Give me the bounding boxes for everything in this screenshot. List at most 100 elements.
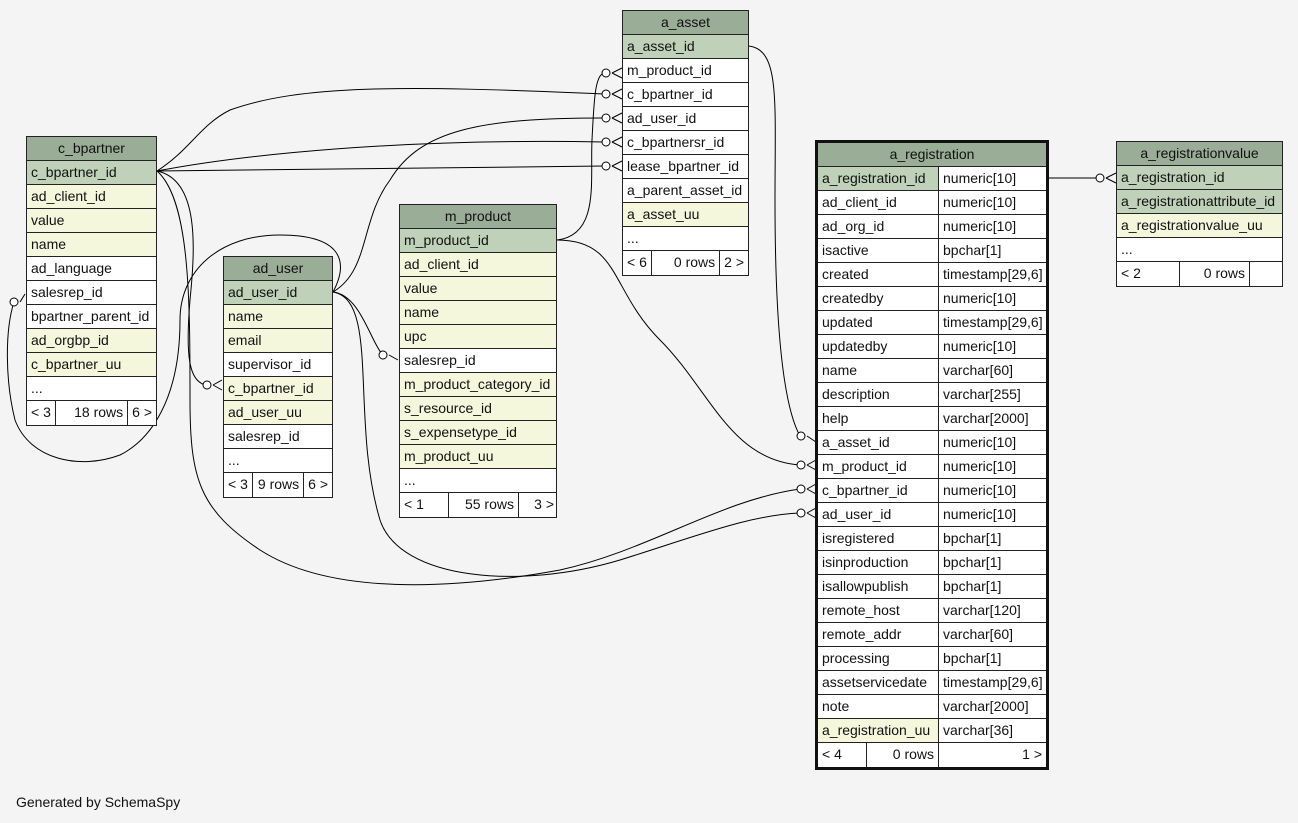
column-row[interactable]: salesrep_id <box>224 425 332 449</box>
column-name: a_asset_uu <box>623 203 748 226</box>
column-name: note <box>818 695 938 718</box>
column-type: varchar[60] <box>938 623 1046 646</box>
parents-count: < 1 <box>404 496 424 512</box>
column-row[interactable]: a_registrationvalue_uu <box>1117 214 1282 238</box>
link-bpartner-salesrep <box>6 234 341 462</box>
column-name: upc <box>400 325 556 348</box>
column-type: bpchar[1] <box>938 551 1046 574</box>
column-name: ad_language <box>27 257 156 280</box>
column-row[interactable]: ... <box>623 227 748 251</box>
column-name: ... <box>224 449 332 472</box>
column-row[interactable]: email <box>224 329 332 353</box>
column-row[interactable]: value <box>27 209 156 233</box>
column-row[interactable]: ... <box>400 469 556 493</box>
column-row[interactable]: lease_bpartner_id <box>623 155 748 179</box>
column-name: name <box>818 359 938 382</box>
column-name: m_product_id <box>400 229 556 252</box>
column-row[interactable]: c_bpartner_id <box>623 83 748 107</box>
column-row[interactable]: s_resource_id <box>400 397 556 421</box>
column-row[interactable]: c_bpartner_id <box>27 161 156 185</box>
column-row[interactable]: name <box>224 305 332 329</box>
column-type: numeric[10] <box>938 455 1046 478</box>
column-row[interactable]: ... <box>27 377 156 401</box>
column-name: c_bpartner_id <box>27 161 156 184</box>
column-row[interactable]: ad_client_id <box>27 185 156 209</box>
column-row[interactable]: name <box>400 301 556 325</box>
column-name: name <box>224 305 332 328</box>
column-row[interactable]: ad_user_id <box>623 107 748 131</box>
column-row[interactable]: m_product_id <box>400 229 556 253</box>
column-row[interactable]: m_product_id <box>623 59 748 83</box>
column-row[interactable]: a_asset_id <box>623 35 748 59</box>
column-row[interactable]: ad_orgbp_id <box>27 329 156 353</box>
column-row[interactable]: s_expensetype_id <box>400 421 556 445</box>
column-type: numeric[10] <box>938 503 1046 526</box>
column-type: varchar[2000] <box>938 407 1046 430</box>
column-row[interactable]: c_bpartner_uu <box>27 353 156 377</box>
column-row[interactable]: ad_language <box>27 257 156 281</box>
column-row[interactable]: bpartner_parent_id <box>27 305 156 329</box>
column-row[interactable]: ad_user_id <box>224 281 332 305</box>
column-row[interactable]: ad_user_uu <box>224 401 332 425</box>
column-name: ad_client_id <box>27 185 156 208</box>
row-count: 9 rows <box>251 473 303 497</box>
column-row[interactable]: salesrep_id <box>400 349 556 373</box>
column-row[interactable]: a_registrationattribute_id <box>1117 190 1282 214</box>
column-row[interactable]: ... <box>1117 238 1282 262</box>
column-name: a_registration_id <box>818 167 938 190</box>
column-row[interactable]: m_product_uu <box>400 445 556 469</box>
column-row[interactable]: supervisor_id <box>224 353 332 377</box>
column-name: isallowpublish <box>818 575 938 598</box>
column-row[interactable]: ad_client_id <box>400 253 556 277</box>
column-name: updated <box>818 311 938 334</box>
column-row[interactable]: upc <box>400 325 556 349</box>
column-name: salesrep_id <box>400 349 556 372</box>
row-count: 0 rows <box>650 251 719 275</box>
column-row[interactable]: ... <box>224 449 332 473</box>
column-name: ad_client_id <box>400 253 556 276</box>
column-row[interactable]: c_bpartner_id <box>224 377 332 401</box>
column-row[interactable]: name <box>27 233 156 257</box>
column-row[interactable]: a_asset_uu <box>623 203 748 227</box>
column-row[interactable]: m_product_category_id <box>400 373 556 397</box>
column-row[interactable]: a_registration_id <box>1117 166 1282 190</box>
column-row[interactable]: c_bpartnersr_id <box>623 131 748 155</box>
table-header: ad_user <box>224 257 332 281</box>
column-row[interactable]: value <box>400 277 556 301</box>
column-row[interactable]: a_parent_asset_id <box>623 179 748 203</box>
column-row[interactable]: salesrep_id <box>27 281 156 305</box>
column-type: numeric[10] <box>938 287 1046 310</box>
